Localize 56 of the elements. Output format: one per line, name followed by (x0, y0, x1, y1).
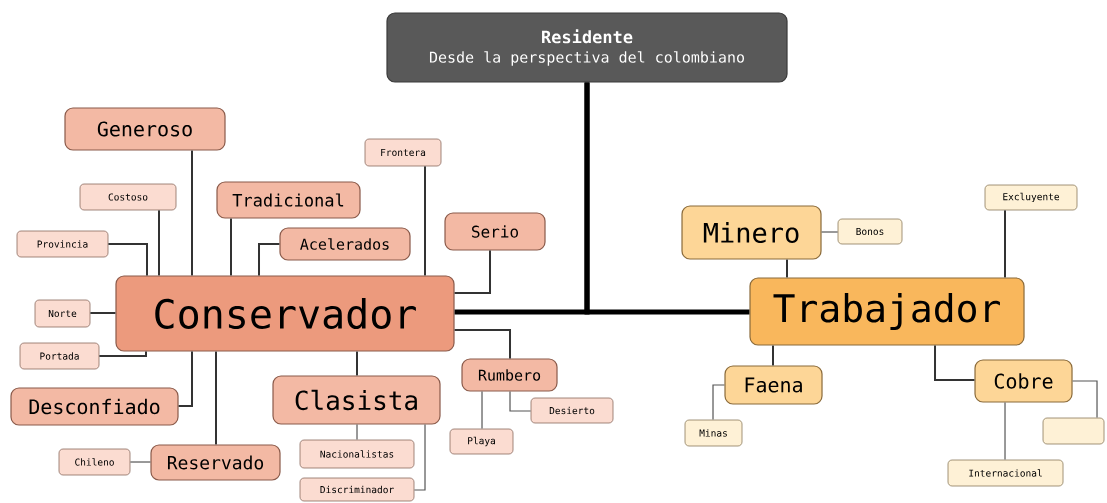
keyword-box: Provincia (16, 230, 109, 258)
connector-line (191, 149, 193, 277)
connector-line (453, 249, 491, 294)
subtopic-box: Serio (444, 212, 546, 251)
subtopic-box: Tradicional (216, 181, 361, 219)
subtopic-box: Rumbero (461, 358, 558, 392)
keyword-box: Bonos (837, 218, 903, 245)
connector-line (98, 350, 147, 357)
keyword-box: Portada (19, 342, 100, 370)
keyword-box: Norte (34, 299, 91, 328)
topic-box: Trabajador (749, 277, 1025, 346)
connector-line (424, 165, 426, 277)
keyword-box: Chileno (58, 448, 131, 476)
keyword-box: Discriminador (299, 477, 415, 502)
connector-line (584, 82, 750, 315)
keyword-box: Frontera (364, 138, 442, 167)
connector-line (772, 344, 774, 367)
keyword-box: Nacionalistas (299, 439, 415, 469)
subtopic-box: Acelerados (279, 227, 411, 261)
connector-line (481, 391, 483, 430)
connector-line (1072, 380, 1098, 419)
subtopic-box: Generoso (64, 107, 226, 151)
keyword-box: Desierto (530, 397, 614, 424)
empty-box (1042, 417, 1105, 445)
connector-line (158, 209, 160, 277)
connector-line (453, 329, 511, 360)
connector-line (413, 424, 426, 491)
subtopic-box: Minero (681, 205, 822, 260)
connector-line (107, 243, 148, 277)
connector-line (786, 258, 788, 279)
connector-line (258, 243, 281, 277)
connector-line (821, 231, 839, 233)
subtopic-box: Clasista (272, 375, 441, 425)
connector-line (356, 424, 358, 441)
heading-box: Residente Desde la perspectiva del colombiano (386, 12, 788, 83)
keyword-box: Playa (449, 428, 514, 455)
keyword-box: Excluyente (984, 184, 1078, 211)
subtopic-box: Reservado (150, 444, 281, 481)
connector-line (1004, 402, 1006, 461)
subtopic-box: Cobre (974, 359, 1073, 403)
subtopic-box: Faena (724, 365, 823, 405)
connector-line (230, 217, 232, 277)
connector-line (177, 350, 193, 407)
keyword-box: Costoso (79, 183, 177, 211)
keyword-box: Minas (684, 419, 743, 447)
connector-line (89, 312, 117, 314)
connector-line (215, 350, 217, 446)
connector-line (1004, 209, 1006, 279)
connector-line (712, 384, 725, 421)
connector-line (934, 344, 976, 381)
connector-line (356, 350, 358, 377)
topic-box: Conservador (115, 275, 455, 352)
keyword-box: Internacional (947, 459, 1064, 487)
connector-line (129, 461, 151, 463)
connector-line (509, 391, 532, 412)
subtopic-box: Desconfiado (10, 387, 179, 426)
